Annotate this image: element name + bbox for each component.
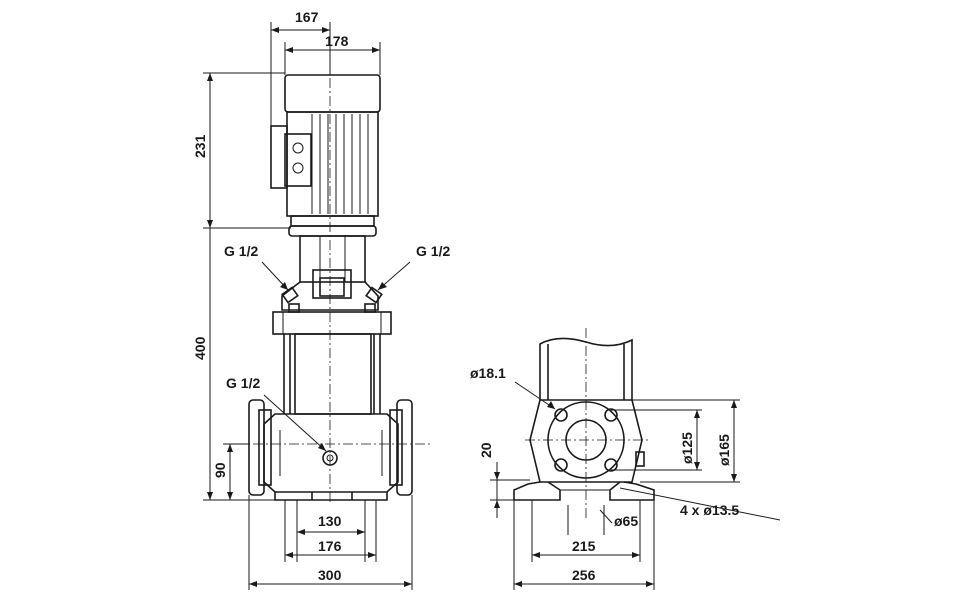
dim-90: 90 <box>212 462 228 478</box>
dim-215: 215 <box>572 538 596 554</box>
motor <box>270 74 381 237</box>
pump-sleeve <box>283 333 381 415</box>
coupling <box>281 235 383 311</box>
label-dia-125: ø125 <box>679 432 695 464</box>
dim-20: 20 <box>478 442 494 458</box>
label-mounting-holes: 4 x ø13.5 <box>680 502 739 518</box>
dim-300: 300 <box>318 567 342 583</box>
dim-400: 400 <box>192 336 208 360</box>
dim-231: 231 <box>192 134 208 158</box>
side-view <box>490 328 781 590</box>
front-view <box>203 22 430 590</box>
dim-256: 256 <box>572 567 596 583</box>
dim-176: 176 <box>318 538 342 554</box>
label-g12-drain: G 1/2 <box>226 375 260 391</box>
label-dia-65: ø65 <box>614 513 638 529</box>
pump-head <box>272 303 392 335</box>
dim-167: 167 <box>295 9 319 25</box>
label-hole-dia: ø18.1 <box>470 365 506 381</box>
label-dia-165: ø165 <box>716 434 732 466</box>
pump-base <box>248 399 413 501</box>
dim-178: 178 <box>325 33 349 49</box>
label-g12-left: G 1/2 <box>224 243 258 259</box>
dim-130: 130 <box>318 513 342 529</box>
label-g12-right: G 1/2 <box>416 243 450 259</box>
